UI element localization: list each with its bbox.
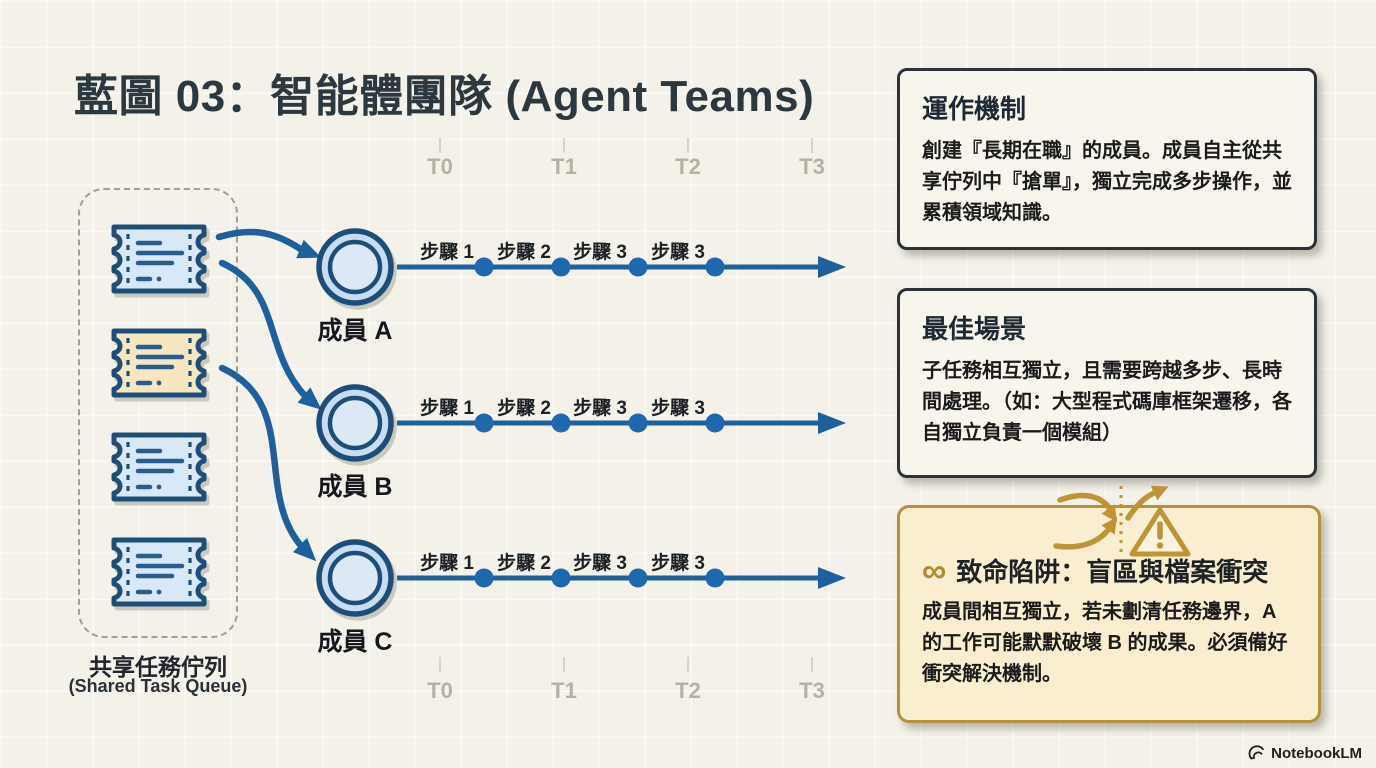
member-timeline-lines — [397, 264, 820, 581]
timeline-tick-bottom — [811, 657, 813, 672]
task-ticket-icon — [111, 328, 207, 398]
footer-brand: NotebookLM — [1248, 744, 1362, 762]
member-a-node-icon — [316, 228, 394, 306]
timeline-label-top: T1 — [551, 154, 577, 179]
member-c-node-icon — [316, 539, 394, 617]
timeline-label-bottom: T0 — [427, 678, 453, 703]
timeline-label-top: T0 — [427, 154, 453, 179]
notebooklm-logo-icon — [1248, 745, 1265, 760]
member-timeline-arrowheads — [818, 256, 846, 589]
step-label: 步驟 3 — [573, 398, 627, 419]
timeline-label-bottom: T3 — [799, 678, 825, 703]
timeline-tick-top — [563, 138, 565, 153]
step-label: 步驟 1 — [420, 242, 474, 263]
panel-pitfall: ∞ 致命陷阱：盲區與檔案衝突 成員間相互獨立，若未劃清任務邊界，A 的工作可能默… — [897, 505, 1321, 723]
step-label: 步驟 2 — [497, 553, 551, 574]
panel-best-scenario-title: 最佳場景 — [922, 314, 1027, 344]
step-label: 步驟 3 — [573, 553, 627, 574]
page-title: 藍圖 03：智能體團隊 (Agent Teams) — [74, 72, 815, 121]
member-b-label: 成員 B — [317, 473, 393, 501]
merge-conflict-warning-icon — [1053, 485, 1191, 557]
queue-label-zh: 共享任務佇列 — [89, 654, 227, 680]
footer-brand-label: NotebookLM — [1271, 744, 1362, 762]
step-dots — [474, 257, 725, 588]
panel-mechanism-title: 運作機制 — [922, 94, 1027, 124]
queue-label-en: (Shared Task Queue) — [68, 676, 248, 696]
task-ticket-icon — [111, 432, 207, 502]
step-label: 步驟 3 — [573, 242, 627, 263]
step-label: 步驟 3 — [651, 398, 705, 419]
panel-best-scenario-body: 子任務相互獨立，且需要跨越多步、長時間處理。（如：大型程式碼庫框架遷移，各自獨立… — [922, 360, 1292, 444]
step-label: 步驟 3 — [651, 553, 705, 574]
panel-pitfall-title: 致命陷阱：盲區與檔案衝突 — [956, 557, 1269, 587]
step-label: 步驟 1 — [420, 398, 474, 419]
panel-pitfall-body: 成員間相互獨立，若未劃清任務邊界，A 的工作可能默默破壞 B 的成果。必須備好衝… — [922, 601, 1288, 685]
step-label: 步驟 2 — [497, 398, 551, 419]
infinity-icon: ∞ — [922, 551, 947, 590]
task-ticket-icon — [111, 224, 207, 294]
task-ticket-icon — [111, 537, 207, 607]
timeline-tick-bottom — [563, 657, 565, 672]
timeline-label-bottom: T1 — [551, 678, 577, 703]
member-a-label: 成員 A — [317, 317, 393, 345]
step-label: 步驟 3 — [651, 242, 705, 263]
timeline-label-top: T2 — [675, 154, 701, 179]
timeline-tick-top — [687, 138, 689, 153]
timeline-tick-bottom — [687, 657, 689, 672]
timeline-tick-bottom — [439, 657, 441, 672]
member-b-node-icon — [316, 384, 394, 462]
panel-best-scenario: 最佳場景 子任務相互獨立，且需要跨越多步、長時間處理。（如：大型程式碼庫框架遷移… — [897, 288, 1317, 478]
timeline-label-bottom: T2 — [675, 678, 701, 703]
step-label: 步驟 2 — [497, 242, 551, 263]
panel-mechanism-body: 創建『長期在職』的成員。成員自主從共享佇列中『搶單』，獨立完成多步操作，並累積領… — [922, 140, 1292, 224]
panel-mechanism: 運作機制 創建『長期在職』的成員。成員自主從共享佇列中『搶單』，獨立完成多步操作… — [897, 68, 1317, 250]
member-c-label: 成員 C — [317, 628, 393, 656]
timeline-label-top: T3 — [799, 154, 825, 179]
timeline-tick-top — [811, 138, 813, 153]
timeline-tick-top — [439, 138, 441, 153]
step-label: 步驟 1 — [420, 553, 474, 574]
